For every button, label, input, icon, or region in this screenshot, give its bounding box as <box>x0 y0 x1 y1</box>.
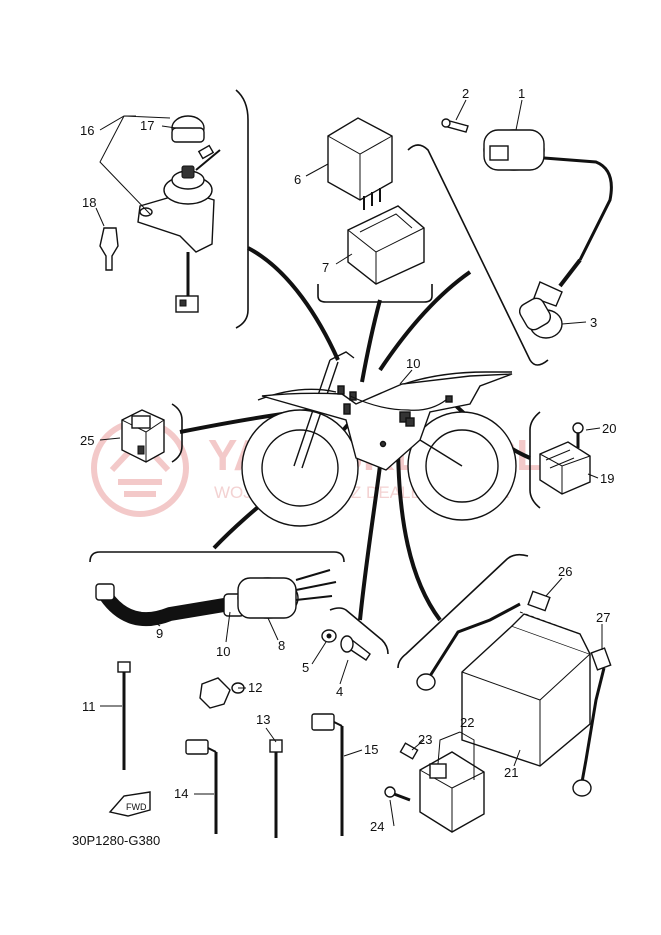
motorcycle-outline <box>241 351 517 527</box>
callout-4: 4 <box>336 684 343 699</box>
relay-assembly <box>327 117 425 285</box>
wire-harness-route <box>349 395 447 411</box>
callout-17: 17 <box>140 118 154 133</box>
callout-11: 11 <box>82 699 96 714</box>
callout-19: 19 <box>600 471 614 486</box>
front-wheel <box>241 409 359 527</box>
bracket-cdi <box>171 403 183 463</box>
seat <box>403 371 512 385</box>
callout-6: 6 <box>294 172 301 187</box>
callout-25: 25 <box>80 433 94 448</box>
callout-22: 22 <box>460 715 474 730</box>
spare-key <box>99 227 119 271</box>
rectifier-assembly <box>539 422 591 495</box>
leader-battery-group <box>396 439 442 622</box>
callout-10-harness: 10 <box>216 644 230 659</box>
leader-switch-group <box>358 449 384 621</box>
leader-relay-group <box>360 299 382 383</box>
wire-harness-assembly <box>95 569 337 627</box>
callout-16: 16 <box>80 123 94 138</box>
callout-8: 8 <box>278 638 285 653</box>
callouts: 1 2 3 4 5 6 7 8 9 10 10 11 12 13 14 15 1… <box>80 86 616 834</box>
leader-coil-group <box>378 270 472 372</box>
callout-24: 24 <box>370 819 384 834</box>
callout-1: 1 <box>518 86 525 101</box>
callout-leaders <box>95 99 603 827</box>
fork <box>293 359 339 469</box>
callout-13: 13 <box>256 712 270 727</box>
callout-2: 2 <box>462 86 469 101</box>
battery-assembly <box>416 590 612 797</box>
callout-9: 9 <box>156 626 163 641</box>
callout-12: 12 <box>248 680 262 695</box>
bracket-rectifier <box>529 411 541 509</box>
bracket-coil <box>407 144 549 366</box>
small-parts <box>117 661 344 838</box>
callout-26: 26 <box>558 564 572 579</box>
callout-20: 20 <box>602 421 616 436</box>
bracket-ignition <box>235 89 249 329</box>
fwd-arrow: FWD <box>108 791 151 817</box>
ignition-switch-assembly <box>99 115 221 313</box>
callout-3: 3 <box>590 315 597 330</box>
callout-14: 14 <box>174 786 188 801</box>
callout-7: 7 <box>322 260 329 275</box>
handlebar <box>329 351 355 361</box>
callout-15: 15 <box>364 742 378 757</box>
callout-10-bike: 10 <box>406 356 420 371</box>
cdi-assembly <box>121 409 165 463</box>
bracket-battery <box>397 553 529 669</box>
leader-ignition-group <box>247 246 340 361</box>
callout-27: 27 <box>596 610 610 625</box>
swingarm <box>419 439 463 467</box>
callout-5: 5 <box>302 660 309 675</box>
bracket-harness <box>89 551 345 563</box>
callout-21: 21 <box>504 765 518 780</box>
callout-18: 18 <box>82 195 96 210</box>
bracket-switch <box>329 607 389 655</box>
callout-23: 23 <box>418 732 432 747</box>
fwd-label: FWD <box>126 802 147 812</box>
ignition-coil-assembly <box>441 118 613 339</box>
group-brackets <box>89 89 549 669</box>
diagram-code: 30P1280-G380 <box>72 833 160 848</box>
neutral-switch-assembly <box>321 629 371 661</box>
starter-relay-assembly <box>384 742 485 833</box>
bracket-relay <box>317 284 433 303</box>
